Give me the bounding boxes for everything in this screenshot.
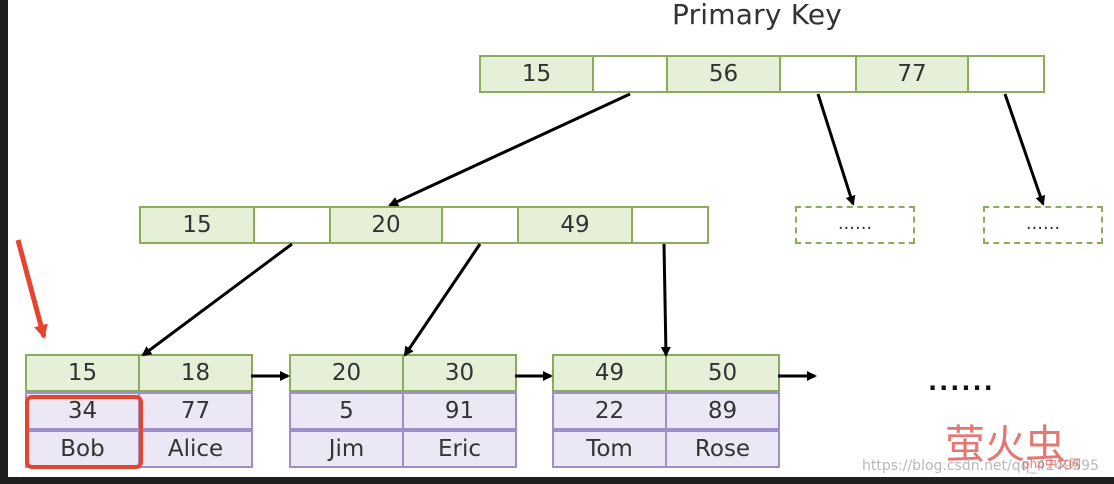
leaf-3-name-2: Rose [665,430,780,468]
watermark-php: php中文网 [1022,457,1081,471]
leaf-2-key-2: 30 [402,354,517,392]
left-dark-border [0,0,8,484]
arrow-root-to-placeholder-2 [1003,93,1046,206]
arrow-root-to-internal [388,92,631,207]
leaf-1-key-1: 15 [25,354,140,392]
bottom-dark-border [0,477,1114,484]
internal-pointer-3 [631,206,709,244]
leaf-1-age-2: 77 [138,392,253,430]
highlight-box [25,395,143,469]
leaf-3-age-2: 89 [665,392,780,430]
root-node: 15 56 77 [479,55,1045,93]
placeholder-node-2: ...... [983,206,1103,244]
watermark-url: https://blog.csdn.net/qq_4249595 [862,458,1099,474]
root-pointer-1 [592,55,668,93]
leaf-1-key-2: 18 [138,354,253,392]
internal-node: 15 20 49 [139,206,709,244]
internal-key-2: 20 [329,206,443,244]
internal-key-3: 49 [517,206,633,244]
leaf-2-name-2: Eric [402,430,517,468]
root-pointer-3 [967,55,1045,93]
arrow-root-to-placeholder-1 [816,93,856,206]
leaf-3-key-1: 49 [552,354,667,392]
diagram-title: Primary Key [672,0,843,31]
arrow-internal-to-leaf-3 [660,243,671,357]
leaf-3-key-2: 50 [665,354,780,392]
watermark-chinese: 萤火虫 [945,422,1065,468]
root-key-1: 15 [479,55,594,93]
internal-key-1: 15 [139,206,255,244]
leaf-2-key-1: 20 [289,354,404,392]
arrow-internal-to-leaf-2 [403,243,482,357]
arrow-internal-to-leaf-1 [141,242,293,357]
root-key-2: 56 [666,55,781,93]
leaf-node-2: 20 30 5 91 Jim Eric [289,354,517,470]
leaf-2-age-1: 5 [289,392,404,430]
leaf-1-name-2: Alice [138,430,253,468]
leaf-3-name-1: Tom [552,430,667,468]
leaf-node-3: 49 50 22 89 Tom Rose [552,354,780,470]
leaf-2-name-1: Jim [289,430,404,468]
placeholder-node-1: ...... [795,206,915,244]
more-leaves-ellipsis: ...... [928,368,995,396]
leaf-node-1: 15 18 34 77 Bob Alice [25,354,253,470]
leaf-2-age-2: 91 [402,392,517,430]
leaf-3-age-1: 22 [552,392,667,430]
red-pointer-arrow [15,239,48,339]
